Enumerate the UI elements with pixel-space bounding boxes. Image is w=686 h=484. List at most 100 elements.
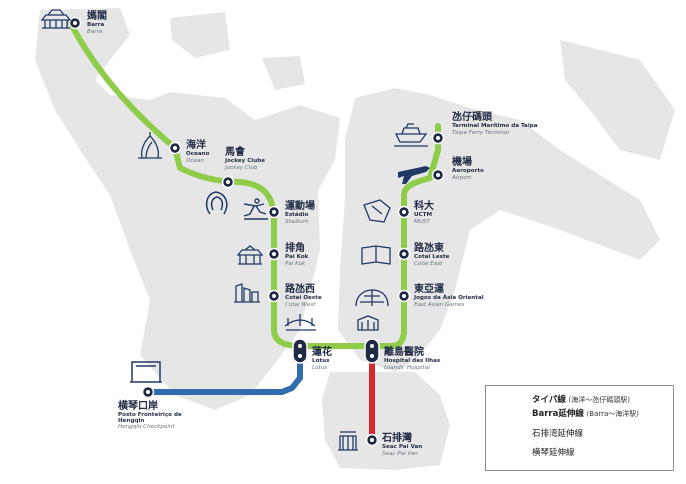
label-estadio-en: Stadium: [285, 218, 309, 225]
label-estadio: 運動場 Estádio Stadium: [285, 202, 315, 225]
station-pai-kok[interactable]: [267, 247, 281, 261]
macau-tower-icon: [138, 132, 162, 159]
label-cotai-oeste-en: Cotai West: [285, 301, 316, 308]
label-jogos-zh: 東亞運: [414, 284, 444, 295]
station-estadio[interactable]: [267, 205, 281, 219]
lotus-bridge-icon: [284, 314, 316, 331]
label-seac-pai-van-pt: Seac Pai Van: [382, 444, 423, 450]
pavilion-icon: [236, 245, 264, 265]
legend-seac-pai-van-ext: 石排湾延伸線: [532, 429, 584, 439]
label-aeroporto: 機場 Aeroporto Airport: [452, 158, 484, 181]
legend-barra-ext: Barra延伸線 (Barra～海洋駅): [532, 410, 639, 419]
station-cotai-leste[interactable]: [397, 247, 411, 261]
hospital-icon: [357, 315, 379, 331]
label-hengqin-en: Hengqin Checkpoint: [118, 424, 175, 431]
label-aeroporto-zh: 機場: [452, 157, 472, 168]
label-cotai-leste: 路氹東 Cotai Leste Cotai East: [414, 244, 449, 267]
label-uctm-en: MUST: [414, 218, 430, 225]
legend-taipa-note: (海洋～氹仔碼頭駅): [568, 396, 631, 404]
station-hospital[interactable]: [364, 338, 380, 364]
station-oceano[interactable]: [168, 141, 182, 155]
label-oceano-en: Ocean: [186, 157, 204, 164]
label-ferry-en: Taipa Ferry Terminal: [452, 129, 509, 136]
label-lotus-en: Lotus: [312, 364, 328, 371]
label-seac-pai-van-en: Seac Pai Van: [382, 450, 418, 457]
label-aeroporto-en: Airport: [452, 174, 472, 181]
legend: タイパ線 (海洋～氹仔碼頭駅) Barra延伸線 (Barra～海洋駅) 石排湾…: [485, 385, 674, 471]
checkpoint-gate-icon: [130, 361, 162, 383]
label-barra: 媽閣 Barra Barra: [87, 12, 107, 35]
station-jockey-clube[interactable]: [221, 175, 235, 189]
label-uctm-zh: 科大: [414, 201, 434, 212]
label-cotai-oeste-pt: Cotai Oeste: [285, 295, 322, 301]
label-hospital-pt: Hospital das Ilhas: [384, 358, 441, 364]
label-jogos-en: East Asian Games: [414, 301, 465, 308]
label-estadio-zh: 運動場: [285, 201, 315, 212]
label-jockey-clube: 馬會 Jockey Clube Jockey Club: [225, 148, 265, 171]
label-pai-kok-zh: 排角: [285, 243, 305, 254]
station-aeroporto[interactable]: [431, 168, 445, 182]
legend-taipa-line-name: タイパ線: [532, 395, 566, 405]
label-seac-pai-van-zh: 石排灣: [382, 433, 412, 444]
label-lotus-pt: Lótus: [312, 358, 330, 364]
station-barra[interactable]: [68, 16, 82, 30]
label-uctm-pt: UCTM: [414, 212, 433, 218]
label-hospital: 離島醫院 Hospital das Ilhas Islands' Hospita…: [384, 348, 440, 371]
legend-barra-ext-name: Barra延伸線: [532, 409, 584, 419]
label-cotai-oeste: 路氹西 Cotai Oeste Cotai West: [285, 285, 322, 308]
station-uctm[interactable]: [397, 205, 411, 219]
station-hengqin[interactable]: [141, 385, 155, 399]
label-seac-pai-van: 石排灣 Seac Pai Van Seac Pai Van: [382, 434, 422, 457]
label-pai-kok: 排角 Pai Kok Pai Kok: [285, 244, 308, 267]
label-ferry: 氹仔碼頭 Terminal Marítimo da Taipa Taipa Fe…: [452, 113, 538, 136]
label-jogos: 東亞運 Jogos da Ásia Oriental East Asian Ga…: [414, 285, 484, 308]
label-oceano-zh: 海洋: [186, 140, 206, 151]
buildings-icon: [234, 283, 260, 303]
label-hospital-zh: 離島醫院: [384, 347, 424, 358]
label-oceano-pt: Oceano: [186, 151, 210, 157]
label-hospital-en: Islands' Hospital: [384, 364, 430, 371]
label-oceano: 海洋 Oceano Ocean: [186, 141, 209, 164]
a-ma-temple-icon: [40, 9, 72, 29]
hengqin-line: [150, 352, 303, 395]
land-masses: [35, 8, 675, 470]
label-ferry-pt: Terminal Marítimo da Taipa: [452, 123, 538, 129]
runner-icon: [243, 198, 268, 220]
seac-pai-van-icon: [338, 431, 358, 451]
legend-taipa-line: タイパ線 (海洋～氹仔碼頭駅): [532, 396, 630, 405]
label-uctm: 科大 UCTM MUST: [414, 202, 434, 225]
legend-barra-note: (Barra～海洋駅): [586, 410, 640, 418]
label-lotus: 蓮花 Lótus Lotus: [312, 348, 332, 371]
station-jogos[interactable]: [397, 289, 411, 303]
label-estadio-pt: Estádio: [285, 212, 309, 218]
label-cotai-leste-pt: Cotai Leste: [414, 254, 450, 260]
station-lotus[interactable]: [292, 338, 308, 364]
label-cotai-leste-zh: 路氹東: [414, 243, 444, 254]
ferry-icon: [394, 123, 428, 147]
university-icon: [363, 199, 391, 223]
label-jogos-pt: Jogos da Ásia Oriental: [414, 295, 484, 301]
label-jockey-clube-en: Jockey Club: [225, 164, 258, 171]
label-hengqin-pt: Posto Fronteiriço de Hengqin: [118, 412, 182, 424]
label-barra-en: Barra: [87, 28, 103, 35]
horseshoe-icon: [205, 191, 228, 215]
label-hengqin: 横琴口岸 Posto Fronteiriço de Hengqin Hengqi…: [118, 402, 188, 431]
label-pai-kok-pt: Pai Kok: [285, 254, 309, 260]
legend-hengqin-ext: 横琴延伸線: [532, 448, 575, 458]
label-barra-pt: Barra: [87, 22, 105, 28]
station-ferry[interactable]: [431, 131, 445, 145]
label-cotai-leste-en: Cotai East: [414, 260, 443, 267]
label-hengqin-zh: 横琴口岸: [118, 401, 158, 412]
station-cotai-oeste[interactable]: [267, 289, 281, 303]
label-lotus-zh: 蓮花: [312, 347, 332, 358]
label-cotai-oeste-zh: 路氹西: [285, 284, 315, 295]
label-jockey-clube-zh: 馬會: [225, 147, 245, 158]
airplane-icon: [398, 166, 430, 184]
station-seac-pai-van[interactable]: [365, 433, 379, 447]
label-ferry-zh: 氹仔碼頭: [452, 112, 492, 123]
label-jockey-clube-pt: Jockey Clube: [225, 158, 266, 164]
label-aeroporto-pt: Aeroporto: [452, 168, 484, 174]
label-pai-kok-en: Pai Kok: [285, 260, 306, 267]
